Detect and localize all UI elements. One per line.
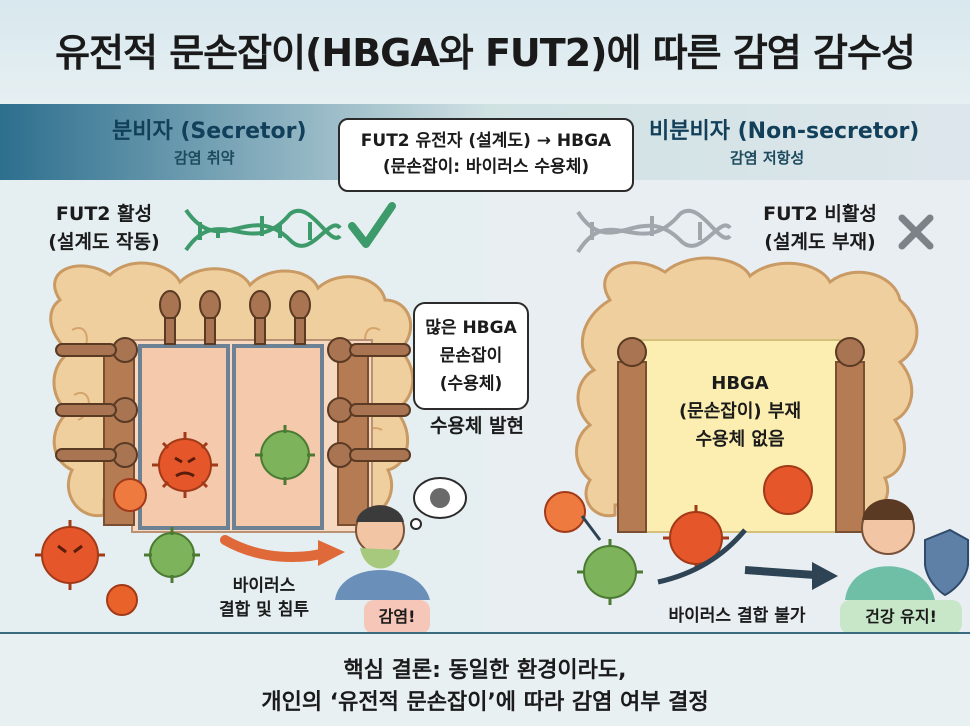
hbga-absent-label: HBGA (문손잡이) 부재 수용체 없음 (660, 370, 820, 454)
bounce-arrow-icon (580, 515, 602, 541)
footer-line2: 개인의 ‘유전적 문손잡이’에 따라 감염 여부 결정 (261, 690, 709, 715)
healthy-badge: 건강 유지! (840, 600, 962, 634)
right-header-title: 비분비자 (Non-secretor) (649, 119, 920, 144)
footer (0, 632, 970, 726)
cross-icon (898, 214, 934, 250)
arrow-head-icon (318, 540, 345, 566)
right-gene-label: FUT2 비활성 (설계도 부재) (740, 200, 900, 256)
left-header-title: 분비자 (Secretor) (112, 119, 307, 144)
dna-inactive-icon (576, 209, 732, 254)
virus-red-icon (663, 505, 729, 571)
virus-red-icon (106, 584, 138, 616)
right-gene-line2: (설계도 부재) (764, 231, 876, 253)
main-title: 유전적 문손잡이(HBGA와 FUT2)에 따른 감염 감수성 (55, 31, 916, 75)
infection-arrow-icon (220, 535, 335, 562)
door-line2: (문손잡이) 부재 (678, 401, 802, 422)
left-gene-line1: FUT2 활성 (55, 203, 153, 225)
bubble-line2: 문손잡이 (439, 346, 503, 366)
left-gene-line2: (설계도 작동) (48, 231, 160, 253)
virus-red-icon (763, 465, 813, 515)
binding-line2: 결합 및 침투 (218, 600, 310, 620)
blocked-arrow-icon (744, 566, 816, 579)
hbga-bubble: 많은 HBGA 문손잡이 (수용체) (413, 302, 529, 410)
center-box-line2: (문손잡이: 바이러스 수용체) (382, 157, 590, 177)
shield-icon (924, 528, 969, 597)
title-bar (0, 0, 970, 104)
virus-green-icon (577, 539, 643, 605)
center-box-line1: FUT2 유전자 (설계도) → HBGA (360, 131, 612, 151)
arrow-head-icon (812, 562, 838, 590)
infection-badge: 감염! (364, 600, 430, 634)
door-line3: 수용체 없음 (695, 429, 785, 450)
door-line1: HBGA (711, 373, 769, 394)
left-header-subtitle: 감염 취약 (174, 149, 235, 167)
left-gene-label: FUT2 활성 (설계도 작동) (30, 200, 178, 256)
thought-cloud-icon (410, 477, 467, 530)
receptor-label: 수용체 발현 (429, 415, 524, 437)
virus-green-icon (255, 425, 315, 485)
virus-red-icon (113, 478, 147, 512)
bounce-arrow-icon (657, 528, 747, 585)
virus-red-icon (152, 432, 218, 498)
virus-red-icon (544, 491, 586, 533)
right-gene-line1: FUT2 비활성 (763, 203, 877, 225)
left-intestine-illustration (49, 261, 415, 533)
virus-green-icon (144, 527, 200, 583)
sick-person-icon (335, 505, 430, 600)
virus-red-icon (35, 520, 105, 590)
binding-line1: 바이러스 (232, 576, 296, 596)
no-binding-label: 바이러스 결합 불가 (668, 606, 806, 626)
center-info-box: FUT2 유전자 (설계도) → HBGA (문손잡이: 바이러스 수용체) (338, 118, 634, 192)
footer-line1: 핵심 결론: 동일한 환경이라도, (343, 658, 627, 683)
binding-label: 바이러스 결합 및 침투 (200, 574, 328, 622)
bubble-line3: (수용체) (439, 374, 503, 394)
check-icon (348, 202, 396, 248)
right-header-subtitle: 감염 저항성 (730, 149, 805, 167)
bubble-line1: 많은 HBGA (425, 318, 517, 338)
dna-active-icon (184, 208, 342, 252)
healthy-person-icon (845, 499, 935, 600)
